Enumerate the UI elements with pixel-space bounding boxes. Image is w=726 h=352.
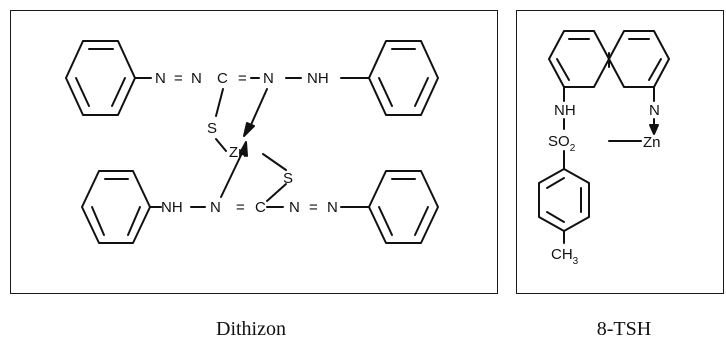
naphthalene-ring-right [608,30,670,88]
benzene-ring-top-left [65,40,136,116]
atom-n-2: N [191,70,202,87]
atom-nh-bottom: NH [161,199,183,216]
atom-n: N [649,102,660,119]
atom-s-right: S [283,170,293,187]
atom-s-left: S [207,120,217,137]
atom-n-6: N [327,199,338,216]
dithizon-structure-drawing: N = N C = N NH S Zn S NH N = C N = N [65,40,439,244]
atom-n-5: N [289,199,300,216]
caption-8-tsh: 8-TSH [596,318,652,340]
atom-nh-top: NH [307,70,329,87]
benzene-ring-bottom-right [368,170,439,244]
tsh-structure-drawing: NH N SO2 Zn CH3 [538,30,670,267]
tolyl-ring [538,168,590,232]
atom-nh: NH [554,102,576,119]
atom-c-top: C [217,70,228,87]
dithizon-structure-panel: N = N C = N NH S Zn S NH N = C N = N [10,10,498,294]
bond-double-1: = [174,70,183,87]
atom-so2: SO2 [548,133,576,154]
bottom-chain-bonds [149,141,370,208]
atom-n-1: N [155,70,166,87]
caption-dithizon: Dithizon [216,318,286,340]
top-chain-bonds [134,77,370,171]
atom-ch3: CH3 [551,246,579,267]
tsh-structure-panel: NH N SO2 Zn CH3 [516,10,724,294]
bond-double-2: = [238,70,247,87]
benzene-ring-top-right [368,40,439,116]
atom-zn: Zn [643,134,661,151]
naphthalene-ring-left [548,30,610,88]
arrow-head [649,124,659,135]
atom-n-4: N [210,199,221,216]
benzene-ring-bottom-left [81,170,151,244]
atom-c-bottom: C [255,199,266,216]
bond-double-3: = [236,199,245,216]
bond-double-4: = [309,199,318,216]
atom-n-3: N [263,70,274,87]
atom-zn: Zn [229,144,247,161]
